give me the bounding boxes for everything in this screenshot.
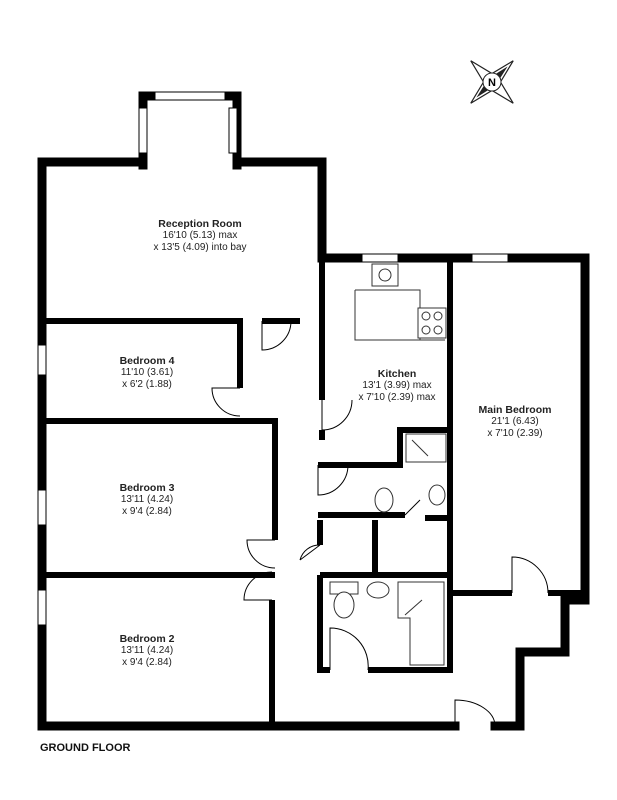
floor-label: GROUND FLOOR	[40, 742, 131, 754]
room-dimension: 13'1 (3.99) max	[362, 380, 432, 391]
room-dimension: x 13'5 (4.09) into bay	[153, 242, 247, 253]
fixtures	[329, 263, 447, 666]
walls	[37, 91, 590, 731]
room-dimension: x 6'2 (1.88)	[122, 379, 172, 390]
room-dimension: 16'10 (5.13) max	[162, 230, 238, 241]
room-label-bedroom-4: Bedroom 4 11'10 (3.61) x 6'2 (1.88)	[120, 355, 175, 391]
room-label-main-bedroom: Main Bedroom 21'1 (6.43) x 7'10 (2.39)	[479, 404, 552, 440]
room-dimension: x 9'4 (2.84)	[122, 506, 172, 517]
room-name: Bedroom 4	[119, 355, 175, 367]
room-name: Bedroom 3	[119, 482, 175, 494]
room-dimension: x 7'10 (2.39) max	[358, 392, 436, 403]
interior-walls	[42, 258, 585, 726]
compass-icon: N	[470, 60, 514, 104]
room-label-bedroom-3: Bedroom 3 13'11 (4.24) x 9'4 (2.84)	[120, 482, 175, 518]
room-dimension: 13'11 (4.24)	[120, 645, 174, 656]
door-swings	[211, 320, 549, 727]
room-name: Kitchen	[377, 368, 417, 380]
room-name: Main Bedroom	[478, 404, 552, 416]
room-dimension: 21'1 (6.43)	[491, 416, 539, 427]
room-dimension: 13'11 (4.24)	[120, 494, 174, 505]
room-label-reception: Reception Room 16'10 (5.13) max x 13'5 (…	[153, 218, 246, 254]
room-dimension: 11'10 (3.61)	[120, 367, 174, 378]
room-name: Reception Room	[158, 218, 242, 230]
compass-letter: N	[488, 77, 496, 89]
room-name: Bedroom 2	[119, 633, 175, 645]
room-dimension: x 9'4 (2.84)	[122, 657, 172, 668]
room-label-bedroom-2: Bedroom 2 13'11 (4.24) x 9'4 (2.84)	[120, 633, 175, 669]
room-label-kitchen: Kitchen 13'1 (3.99) max x 7'10 (2.39) ma…	[359, 368, 436, 404]
room-dimension: x 7'10 (2.39)	[487, 428, 543, 439]
